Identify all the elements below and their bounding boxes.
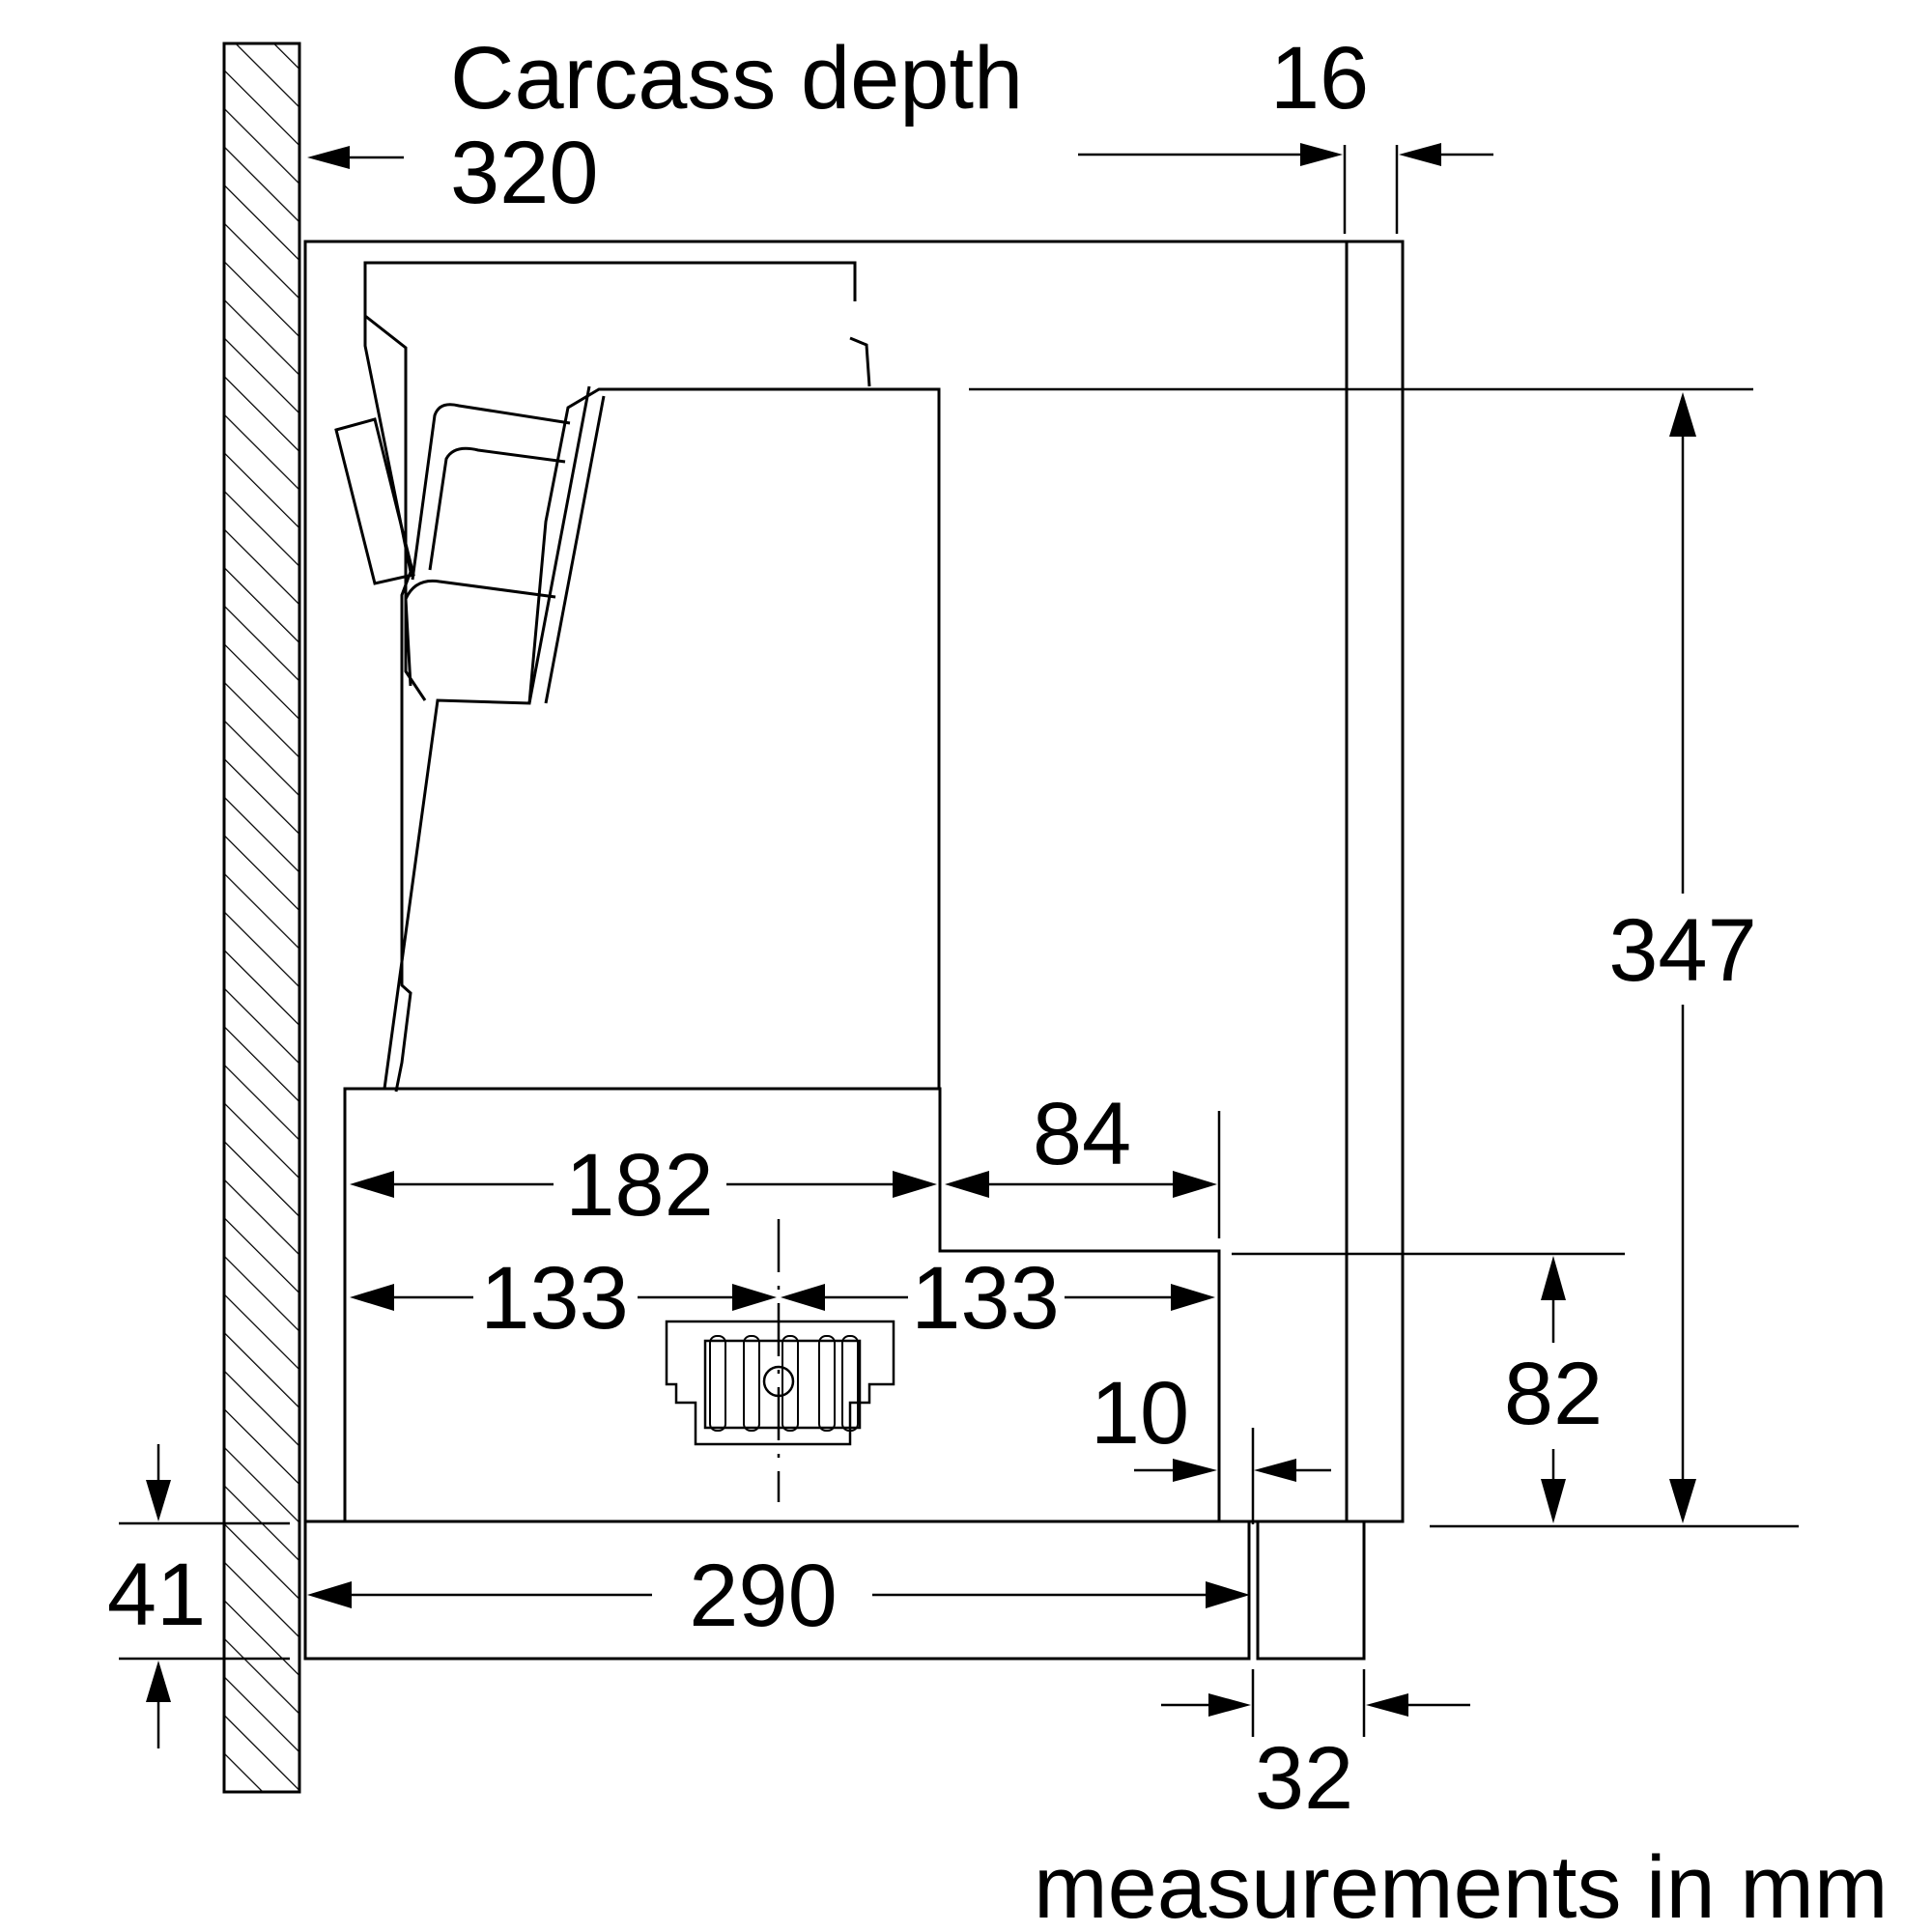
air-outlet-connector xyxy=(665,1320,895,1446)
dim-347: 347 xyxy=(1608,901,1757,1000)
lower-board xyxy=(303,1520,1366,1661)
dimension-lines xyxy=(146,143,1696,1748)
dim-82: 82 xyxy=(1504,1345,1603,1443)
dim-41: 41 xyxy=(107,1546,206,1644)
dim-133-right: 133 xyxy=(911,1249,1060,1348)
extension-lines xyxy=(119,145,1799,1737)
carcass-depth-value: 320 xyxy=(450,124,599,222)
wall xyxy=(222,42,301,1794)
dim-32: 32 xyxy=(1255,1729,1353,1828)
fan-section xyxy=(334,385,606,704)
dim-16: 16 xyxy=(1270,29,1369,128)
dimension-labels: Carcass depth 320 16 347 182 84 133 133 … xyxy=(107,29,1889,1932)
units-note: measurements in mm xyxy=(1034,1838,1888,1932)
carcass-depth-label: Carcass depth xyxy=(450,29,1023,128)
dim-290: 290 xyxy=(689,1547,838,1645)
hood-body xyxy=(343,261,1221,1523)
dim-84: 84 xyxy=(1033,1085,1131,1183)
dim-182: 182 xyxy=(565,1136,714,1235)
dim-10: 10 xyxy=(1091,1364,1189,1463)
cabinet-carcass xyxy=(303,240,1405,1523)
dim-133-left: 133 xyxy=(480,1249,629,1348)
